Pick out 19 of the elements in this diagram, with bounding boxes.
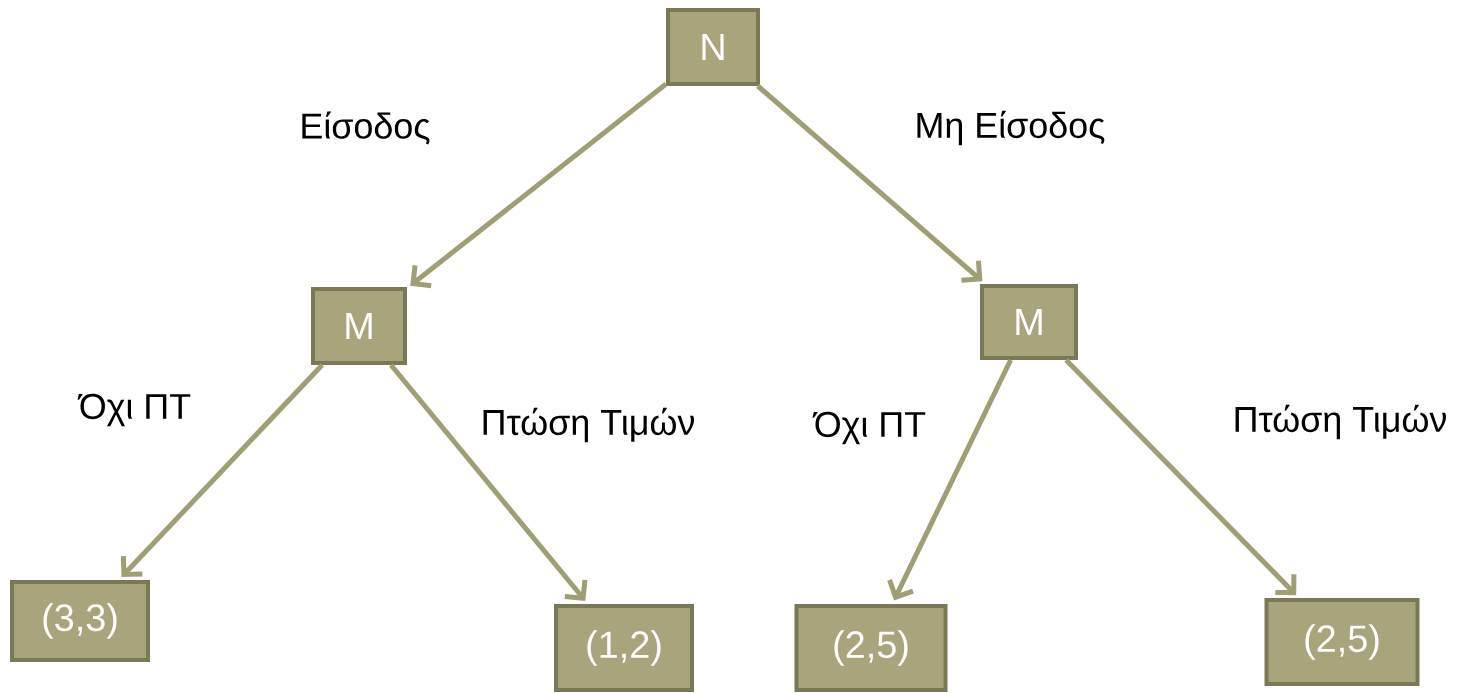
edge-label: Πτώση Τιμών bbox=[478, 405, 698, 445]
payoff-box: (3,3) bbox=[10, 580, 150, 662]
edge-label: Είσοδος bbox=[297, 109, 433, 147]
arrow bbox=[120, 363, 324, 578]
edge-label: Όχι ΠΤ bbox=[76, 391, 194, 429]
payoff-box: M bbox=[980, 284, 1078, 360]
edge-label: Μη Είσοδος bbox=[912, 108, 1108, 148]
arrow bbox=[887, 358, 1013, 601]
payoff-box: (2,5) bbox=[1264, 598, 1420, 686]
arrow bbox=[410, 82, 668, 289]
edge-label: Πτώση Τιμών bbox=[1230, 402, 1450, 442]
payoff-box: M bbox=[311, 287, 407, 365]
payoff-box: (1,2) bbox=[554, 604, 694, 692]
arrow bbox=[389, 363, 588, 601]
arrow bbox=[1064, 358, 1297, 596]
arrow bbox=[756, 84, 983, 283]
edge-label: Όχι ΠΤ bbox=[811, 409, 929, 447]
payoff-box: N bbox=[666, 8, 760, 86]
payoff-box: (2,5) bbox=[794, 604, 948, 692]
